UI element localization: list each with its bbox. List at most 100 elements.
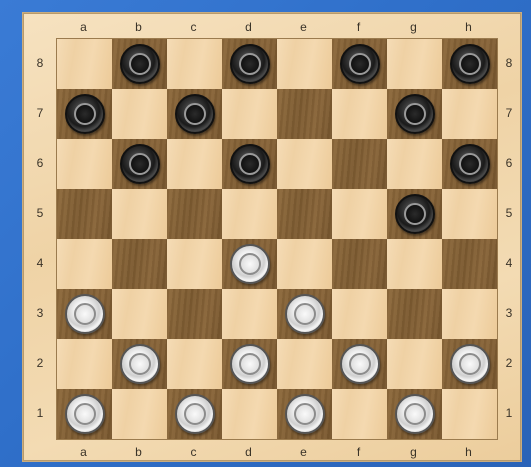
square-b7[interactable] bbox=[112, 89, 167, 139]
square-g6[interactable] bbox=[387, 139, 442, 189]
black-checker-b6[interactable] bbox=[120, 144, 160, 184]
column-label-f-bottom: f bbox=[331, 444, 386, 460]
square-c6[interactable] bbox=[167, 139, 222, 189]
black-checker-b8[interactable] bbox=[120, 44, 160, 84]
square-b5[interactable] bbox=[112, 189, 167, 239]
column-label-d-bottom: d bbox=[221, 444, 276, 460]
square-h5[interactable] bbox=[442, 189, 497, 239]
column-label-h-bottom: h bbox=[441, 444, 496, 460]
black-checker-c7[interactable] bbox=[175, 94, 215, 134]
square-h1[interactable] bbox=[442, 389, 497, 439]
white-checker-e3[interactable] bbox=[285, 294, 325, 334]
checkers-board[interactable] bbox=[56, 38, 498, 440]
row-label-2-left: 2 bbox=[29, 338, 51, 388]
white-checker-a3[interactable] bbox=[65, 294, 105, 334]
column-label-a-top: a bbox=[56, 19, 111, 35]
black-checker-g7[interactable] bbox=[395, 94, 435, 134]
square-h3[interactable] bbox=[442, 289, 497, 339]
white-checker-d2[interactable] bbox=[230, 344, 270, 384]
square-b4[interactable] bbox=[112, 239, 167, 289]
white-checker-f2[interactable] bbox=[340, 344, 380, 384]
square-c2[interactable] bbox=[167, 339, 222, 389]
square-b1[interactable] bbox=[112, 389, 167, 439]
checker-ring-icon bbox=[129, 153, 151, 175]
square-a8[interactable] bbox=[57, 39, 112, 89]
square-a5[interactable] bbox=[57, 189, 112, 239]
checker-ring-icon bbox=[239, 253, 261, 275]
checker-ring-icon bbox=[349, 53, 371, 75]
square-c3[interactable] bbox=[167, 289, 222, 339]
column-label-b-bottom: b bbox=[111, 444, 166, 460]
column-label-h-top: h bbox=[441, 19, 496, 35]
row-label-4-right: 4 bbox=[498, 238, 520, 288]
square-g3[interactable] bbox=[387, 289, 442, 339]
row-label-4-left: 4 bbox=[29, 238, 51, 288]
white-checker-b2[interactable] bbox=[120, 344, 160, 384]
column-label-f-top: f bbox=[331, 19, 386, 35]
square-g8[interactable] bbox=[387, 39, 442, 89]
row-label-3-right: 3 bbox=[498, 288, 520, 338]
square-f1[interactable] bbox=[332, 389, 387, 439]
square-e6[interactable] bbox=[277, 139, 332, 189]
square-e4[interactable] bbox=[277, 239, 332, 289]
checker-ring-icon bbox=[239, 53, 261, 75]
white-checker-e1[interactable] bbox=[285, 394, 325, 434]
checker-ring-icon bbox=[459, 53, 481, 75]
square-h4[interactable] bbox=[442, 239, 497, 289]
square-d5[interactable] bbox=[222, 189, 277, 239]
checker-ring-icon bbox=[239, 153, 261, 175]
square-d1[interactable] bbox=[222, 389, 277, 439]
square-e8[interactable] bbox=[277, 39, 332, 89]
checker-ring-icon bbox=[129, 53, 151, 75]
row-label-8-left: 8 bbox=[29, 38, 51, 88]
square-g4[interactable] bbox=[387, 239, 442, 289]
square-b3[interactable] bbox=[112, 289, 167, 339]
column-label-d-top: d bbox=[221, 19, 276, 35]
checker-ring-icon bbox=[74, 103, 96, 125]
column-label-g-bottom: g bbox=[386, 444, 441, 460]
checker-ring-icon bbox=[74, 403, 96, 425]
row-label-5-left: 5 bbox=[29, 188, 51, 238]
square-e7[interactable] bbox=[277, 89, 332, 139]
white-checker-a1[interactable] bbox=[65, 394, 105, 434]
row-label-3-left: 3 bbox=[29, 288, 51, 338]
column-label-b-top: b bbox=[111, 19, 166, 35]
square-d3[interactable] bbox=[222, 289, 277, 339]
square-c8[interactable] bbox=[167, 39, 222, 89]
black-checker-h6[interactable] bbox=[450, 144, 490, 184]
square-f3[interactable] bbox=[332, 289, 387, 339]
black-checker-d8[interactable] bbox=[230, 44, 270, 84]
square-c4[interactable] bbox=[167, 239, 222, 289]
white-checker-g1[interactable] bbox=[395, 394, 435, 434]
square-h7[interactable] bbox=[442, 89, 497, 139]
black-checker-g5[interactable] bbox=[395, 194, 435, 234]
square-g2[interactable] bbox=[387, 339, 442, 389]
checker-ring-icon bbox=[404, 203, 426, 225]
black-checker-f8[interactable] bbox=[340, 44, 380, 84]
checker-ring-icon bbox=[294, 303, 316, 325]
black-checker-d6[interactable] bbox=[230, 144, 270, 184]
square-a2[interactable] bbox=[57, 339, 112, 389]
square-f6[interactable] bbox=[332, 139, 387, 189]
square-e5[interactable] bbox=[277, 189, 332, 239]
square-f4[interactable] bbox=[332, 239, 387, 289]
column-label-c-top: c bbox=[166, 19, 221, 35]
square-f7[interactable] bbox=[332, 89, 387, 139]
checker-ring-icon bbox=[184, 403, 206, 425]
checker-ring-icon bbox=[349, 353, 371, 375]
white-checker-d4[interactable] bbox=[230, 244, 270, 284]
black-checker-h8[interactable] bbox=[450, 44, 490, 84]
column-label-e-top: e bbox=[276, 19, 331, 35]
square-e2[interactable] bbox=[277, 339, 332, 389]
square-d7[interactable] bbox=[222, 89, 277, 139]
white-checker-h2[interactable] bbox=[450, 344, 490, 384]
square-c5[interactable] bbox=[167, 189, 222, 239]
square-a6[interactable] bbox=[57, 139, 112, 189]
square-f5[interactable] bbox=[332, 189, 387, 239]
column-label-c-bottom: c bbox=[166, 444, 221, 460]
square-a4[interactable] bbox=[57, 239, 112, 289]
black-checker-a7[interactable] bbox=[65, 94, 105, 134]
white-checker-c1[interactable] bbox=[175, 394, 215, 434]
column-label-g-top: g bbox=[386, 19, 441, 35]
